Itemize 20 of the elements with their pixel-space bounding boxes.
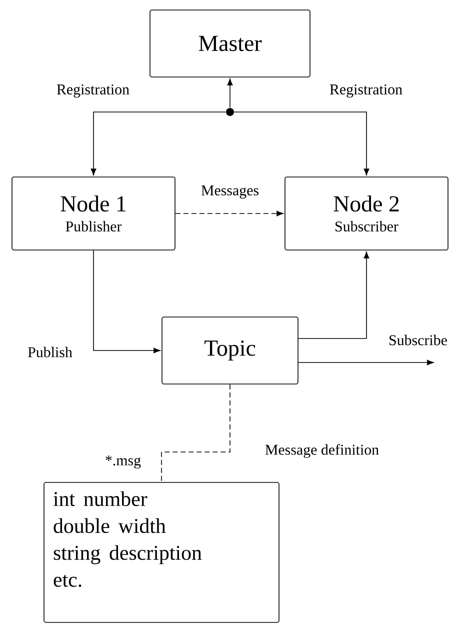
- topic-box: Topic: [162, 316, 298, 384]
- edge-label: Message definition: [265, 444, 379, 458]
- edge-label: Subscribe: [390, 334, 447, 346]
- arrow: [93, 250, 160, 354]
- message-box: int number double width string description etc.: [44, 482, 280, 623]
- edge-label: Publish: [28, 346, 72, 358]
- node-box: Node 2 Subscriber: [284, 176, 448, 250]
- junction-dot: [226, 108, 234, 116]
- edge-label: Registration: [330, 84, 402, 98]
- node-box: Node 1 Publisher: [12, 176, 176, 250]
- edge-label: Registration: [56, 84, 130, 98]
- arrow: [90, 112, 226, 176]
- arrow: [298, 360, 434, 366]
- file-label: *.msg: [106, 456, 141, 468]
- arrow: [234, 112, 370, 176]
- arrow: [175, 210, 284, 216]
- arrow: [298, 252, 370, 339]
- arrow: [227, 78, 233, 108]
- edge-label: Messages: [201, 186, 258, 198]
- master-box: Master: [150, 10, 310, 78]
